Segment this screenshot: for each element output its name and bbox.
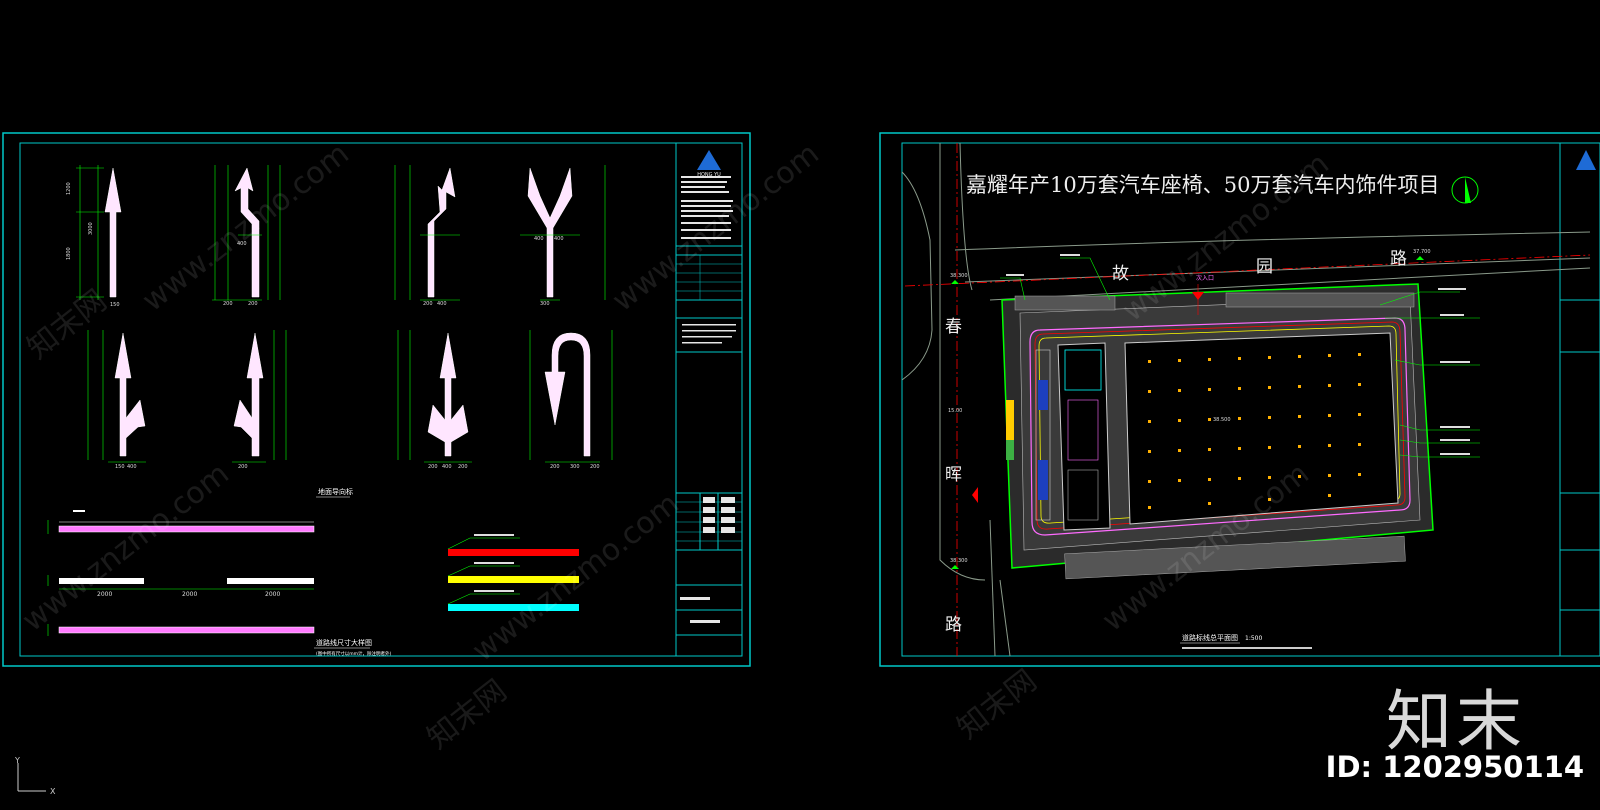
svg-text:故: 故: [1112, 264, 1129, 284]
company-logo-icon-right: [1576, 150, 1596, 170]
svg-text:1800: 1800: [66, 247, 72, 260]
dim-2000-b: 2000: [182, 591, 197, 598]
svg-text:200: 200: [458, 464, 468, 470]
svg-text:1200: 1200: [66, 182, 72, 195]
svg-text:300: 300: [570, 464, 580, 470]
brand-logo-text: 知末: [1386, 683, 1526, 760]
ucs-y-label: Y: [14, 757, 20, 765]
left-sheet: HONG YU: [2, 132, 751, 667]
arrow-split-icon: [527, 167, 573, 298]
project-title: 嘉耀年产10万套汽车座椅、50万套汽车内饰件项目: [966, 173, 1439, 197]
svg-text:园: 园: [1256, 257, 1273, 277]
svg-text:晖: 晖: [945, 465, 962, 485]
svg-text:400: 400: [237, 241, 247, 247]
main-entrance-marker: [972, 487, 978, 503]
arrow-dimension-lines: [76, 165, 613, 463]
arrow-three-way-icon: [427, 332, 469, 457]
left-title-block: HONG YU: [675, 142, 743, 657]
fire-lane-marking: [1029, 317, 1411, 536]
arrow-left-turn-icon: [234, 167, 260, 298]
arrow-right-turn-icon: [427, 167, 456, 298]
svg-text:200: 200: [550, 464, 560, 470]
svg-text:路: 路: [945, 615, 962, 635]
elev-d: 38.500: [1213, 417, 1231, 423]
svg-text:300: 300: [540, 301, 550, 307]
road-name-labels: 故 园 路 春 晖 路: [945, 249, 1407, 635]
plan-scale: 1:500: [1245, 635, 1262, 642]
factory-building: [1124, 332, 1399, 525]
svg-text:400: 400: [127, 464, 137, 470]
svg-text:200: 200: [590, 464, 600, 470]
svg-text:200: 200: [428, 464, 438, 470]
elev-b: 37.700: [1413, 249, 1431, 255]
arrow-u-turn-icon: [544, 332, 591, 457]
svg-text:150: 150: [115, 464, 125, 470]
svg-text:200: 200: [248, 301, 258, 307]
svg-text:400: 400: [534, 236, 544, 242]
detail-title: 道路线尺寸大样图: [316, 638, 372, 647]
legend-title: 地面导向标: [318, 487, 353, 496]
elev-c: 15.00: [948, 408, 962, 414]
svg-text:200: 200: [423, 301, 433, 307]
arrow-dimension-texts: 1200 1800 3000 150 400 200 200 200 400 3…: [66, 182, 600, 470]
lane-line-samples: 2000 2000 2000: [47, 510, 315, 636]
road-arrow-symbols: [104, 167, 591, 457]
company-name-text: HONG YU: [697, 172, 721, 178]
dim-2000-a: 2000: [97, 591, 112, 598]
north-arrow-icon: [1451, 176, 1479, 204]
svg-text:400: 400: [437, 301, 447, 307]
arrow-straight-right-icon: [114, 332, 146, 457]
detail-note: (图中所有尺寸以mm计，除注明者外): [316, 650, 392, 657]
svg-text:400: 400: [554, 236, 564, 242]
svg-text:路: 路: [1390, 249, 1407, 269]
ucs-axis-icon: Y X: [10, 756, 60, 801]
image-id-text: ID: 1202950114: [1325, 750, 1584, 784]
column-grid: [1148, 353, 1361, 509]
color-line-samples: [447, 534, 579, 611]
entrance-label: 次入口: [1196, 274, 1214, 282]
svg-text:200: 200: [238, 464, 248, 470]
svg-text:200: 200: [223, 301, 233, 307]
right-sheet: 38.300 37.700 15.00 38.500 38.300 故 园 路 …: [879, 132, 1600, 667]
company-logo-icon: [697, 150, 721, 170]
svg-text:春: 春: [945, 317, 962, 337]
arrow-straight-left-icon: [233, 332, 264, 457]
plan-title: 道路标线总平面图: [1182, 633, 1238, 642]
arrow-straight-icon: [104, 167, 122, 298]
ucs-x-label: X: [50, 787, 56, 796]
elev-e: 38.300: [950, 558, 968, 564]
secondary-building: [1057, 342, 1111, 531]
svg-text:150: 150: [110, 302, 120, 308]
svg-text:400: 400: [442, 464, 452, 470]
elev-a: 38.300: [950, 273, 968, 279]
dim-2000-c: 2000: [265, 591, 280, 598]
svg-text:3000: 3000: [88, 222, 94, 235]
